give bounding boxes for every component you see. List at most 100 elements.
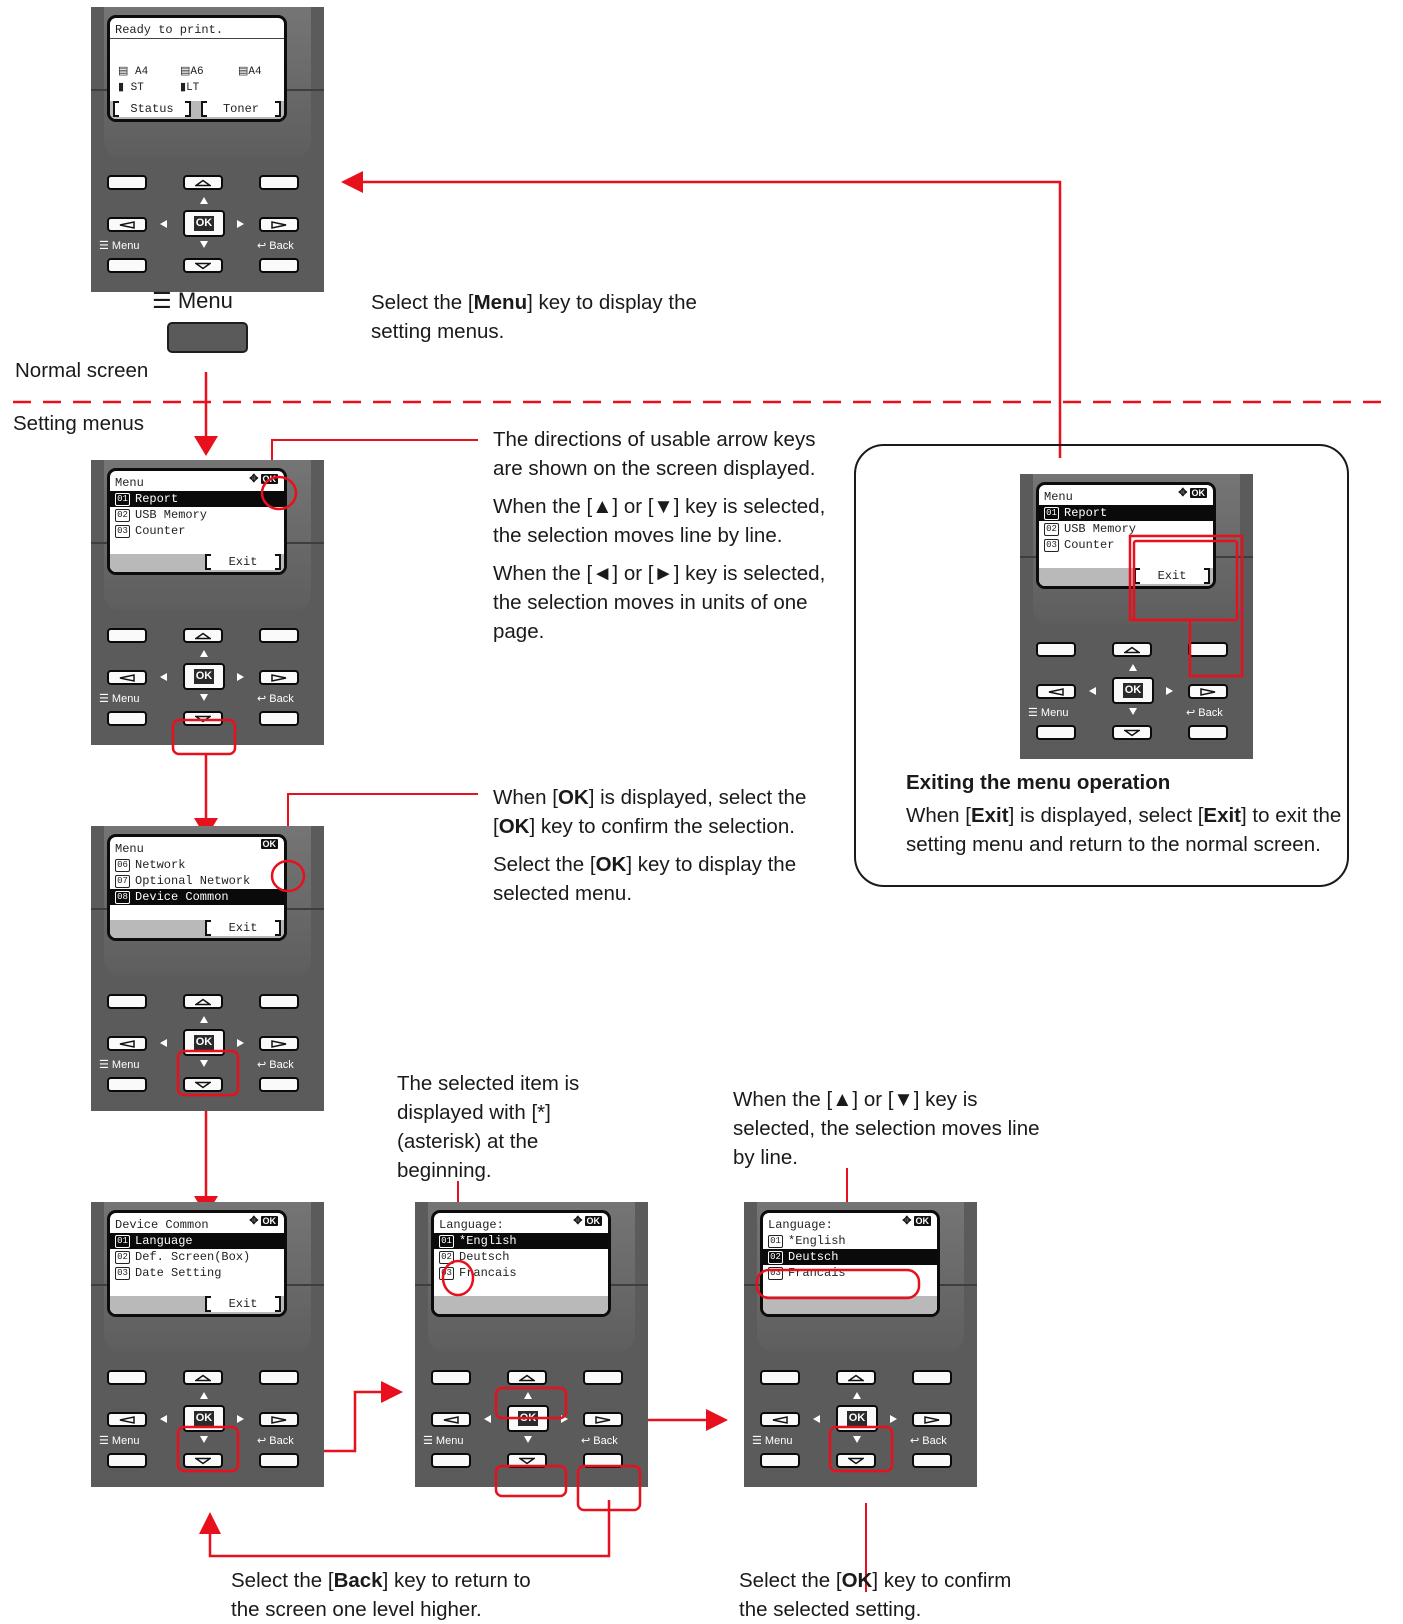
soft-key-right[interactable]: [912, 1370, 952, 1385]
menu-key[interactable]: [1036, 725, 1076, 740]
right-key[interactable]: [583, 1412, 623, 1427]
down-key[interactable]: [1112, 725, 1152, 740]
back-key[interactable]: [259, 1077, 299, 1092]
lcd-screen: Ready to print. ▤ A4 ▤A6 ▤A4 ▮ ST ▮LT St…: [107, 15, 287, 122]
soft-key-right[interactable]: [259, 1370, 299, 1385]
right-key[interactable]: [259, 217, 299, 232]
soft-key-left[interactable]: [107, 1370, 147, 1385]
softkey-toner[interactable]: Toner: [201, 101, 281, 117]
back-key[interactable]: [259, 258, 299, 273]
down-key[interactable]: [183, 1453, 223, 1468]
menu-key-label: ☰ Menu: [752, 1435, 793, 1447]
menu-key[interactable]: [760, 1453, 800, 1468]
up-key[interactable]: [183, 994, 223, 1009]
softkey-status[interactable]: Status: [113, 101, 191, 117]
back-key-label: ↩ Back: [910, 1435, 947, 1447]
language-item[interactable]: 01*English: [763, 1233, 937, 1249]
right-key[interactable]: [259, 670, 299, 685]
paper-cassette-3: ▤A4: [238, 66, 262, 78]
back-key[interactable]: [912, 1453, 952, 1468]
softkey-exit[interactable]: Exit: [1134, 568, 1210, 584]
right-key[interactable]: [259, 1412, 299, 1427]
soft-key-right[interactable]: [259, 175, 299, 190]
lcd-title: Menu: [115, 476, 144, 490]
up-key[interactable]: [183, 628, 223, 643]
menu-key-label: ☰ Menu: [99, 240, 140, 252]
menu-key-caption: ☰ Menu: [152, 288, 233, 313]
up-key[interactable]: [183, 1370, 223, 1385]
menu-key[interactable]: [107, 1077, 147, 1092]
soft-key-left[interactable]: [431, 1370, 471, 1385]
menu-key[interactable]: [107, 1453, 147, 1468]
ok-key[interactable]: OK: [1112, 677, 1154, 704]
down-key[interactable]: [183, 711, 223, 726]
lcd-title: Language:: [768, 1218, 833, 1232]
up-key[interactable]: [836, 1370, 876, 1385]
menu-key[interactable]: [107, 258, 147, 273]
down-key[interactable]: [836, 1453, 876, 1468]
up-key[interactable]: [1112, 642, 1152, 657]
back-key[interactable]: [259, 711, 299, 726]
down-key[interactable]: [507, 1453, 547, 1468]
left-key[interactable]: [107, 217, 147, 232]
ok-key[interactable]: OK: [183, 663, 225, 690]
softkey-exit[interactable]: Exit: [205, 1296, 281, 1312]
menu-key-large[interactable]: [167, 322, 248, 353]
soft-key-right[interactable]: [259, 994, 299, 1009]
left-key[interactable]: [760, 1412, 800, 1427]
menu-key-label: ☰ Menu: [99, 693, 140, 705]
up-key[interactable]: [183, 175, 223, 190]
right-key[interactable]: [1188, 684, 1228, 699]
ok-key[interactable]: OK: [836, 1405, 878, 1432]
softkey-exit[interactable]: Exit: [205, 554, 281, 570]
soft-key-left[interactable]: [1036, 642, 1076, 657]
right-key[interactable]: [912, 1412, 952, 1427]
left-key[interactable]: [1036, 684, 1076, 699]
left-key[interactable]: [431, 1412, 471, 1427]
soft-key-right[interactable]: [259, 628, 299, 643]
back-key[interactable]: [1188, 725, 1228, 740]
down-key[interactable]: [183, 258, 223, 273]
device-panel-normal: Ready to print. ▤ A4 ▤A6 ▤A4 ▮ ST ▮LT St…: [91, 7, 324, 292]
left-key[interactable]: [107, 1036, 147, 1051]
soft-key-left[interactable]: [107, 175, 147, 190]
ok-key[interactable]: OK: [183, 1029, 225, 1056]
soft-key-left[interactable]: [107, 994, 147, 1009]
down-key[interactable]: [183, 1077, 223, 1092]
left-key[interactable]: [107, 670, 147, 685]
soft-key-right[interactable]: [1188, 642, 1228, 657]
language-item[interactable]: 01*English: [434, 1233, 608, 1249]
ok-key[interactable]: OK: [183, 210, 225, 237]
softkey-exit[interactable]: Exit: [205, 920, 281, 936]
soft-key-right[interactable]: [583, 1370, 623, 1385]
soft-key-left[interactable]: [107, 628, 147, 643]
left-key[interactable]: [107, 1412, 147, 1427]
up-key[interactable]: [507, 1370, 547, 1385]
ok-key[interactable]: OK: [507, 1405, 549, 1432]
soft-key-left[interactable]: [760, 1370, 800, 1385]
menu-key-label: ☰ Menu: [99, 1059, 140, 1071]
ok-key[interactable]: OK: [183, 1405, 225, 1432]
back-key[interactable]: [259, 1453, 299, 1468]
right-key[interactable]: [259, 1036, 299, 1051]
menu-key[interactable]: [431, 1453, 471, 1468]
back-key[interactable]: [583, 1453, 623, 1468]
menu-key[interactable]: [107, 711, 147, 726]
